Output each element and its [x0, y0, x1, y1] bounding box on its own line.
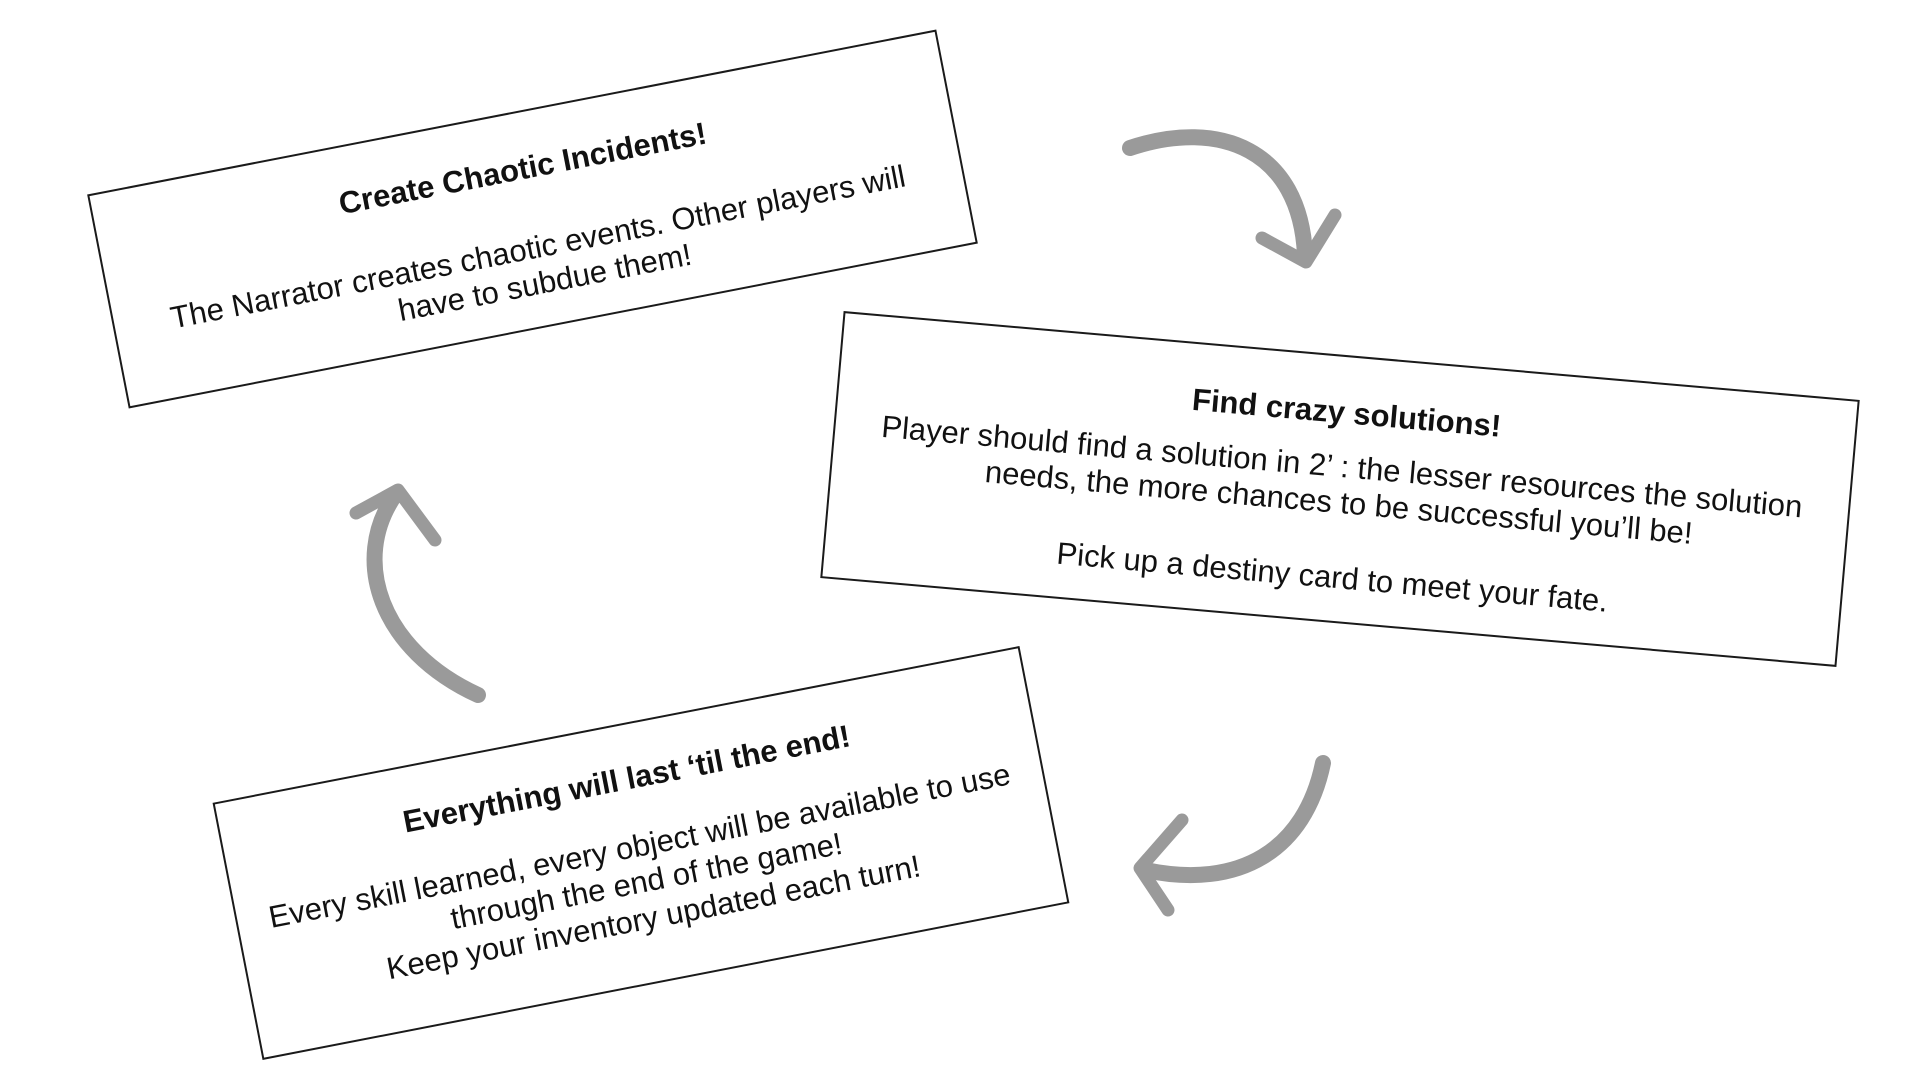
curved-arrow-icon	[1122, 129, 1342, 269]
curved-arrow-icon	[1133, 755, 1331, 917]
curved-arrow-icon	[349, 483, 486, 703]
